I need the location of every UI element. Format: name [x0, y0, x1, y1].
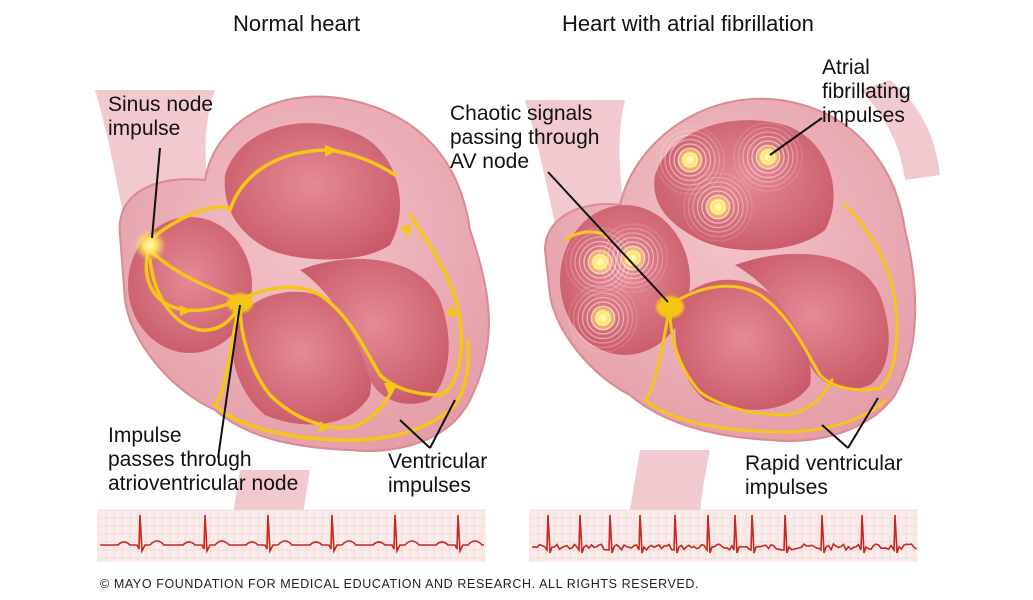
normal-heart-title: Normal heart [233, 11, 361, 36]
chaotic-label-line-1: Chaotic signals [450, 102, 593, 125]
av-node-label: Impulse passes through atrioventricular … [108, 424, 298, 496]
normal-ecg-background [98, 510, 486, 562]
ventricular-label-line-2: impulses [388, 474, 471, 497]
ecg-grid [97, 509, 918, 562]
fibrillation-burst [683, 172, 753, 242]
sinus-node-label-line-2: impulse [108, 117, 181, 140]
rapid-ventricular-label: Rapid ventricular impulses [745, 452, 903, 500]
fibrillation-burst [598, 223, 668, 293]
afib-ecg-background [530, 510, 918, 562]
rapid-label-line-2: impulses [745, 476, 828, 499]
afib-left-ventricle [735, 253, 889, 389]
normal-ecg-trace [100, 514, 484, 555]
atrial-label-line-3: impulses [822, 104, 905, 127]
chaotic-label-line-3: AV node [450, 150, 530, 173]
sinus-node-label: Sinus node impulse [108, 93, 213, 141]
fibrillation-burst [733, 122, 803, 192]
fibrillation-burst [568, 283, 638, 353]
fibrillating-bursts [565, 122, 803, 353]
left-ventricle [300, 258, 449, 404]
impulse-arrowheads [180, 145, 459, 433]
afib-vena-cava-vessel [628, 450, 710, 520]
ventricular-impulses-label: Ventricular impulses [388, 450, 487, 498]
afib-av-node [656, 296, 684, 318]
afib-heart-title: Heart with atrial fibrillation [562, 11, 814, 36]
fibrillation-burst [655, 125, 725, 195]
ecg-strips [97, 509, 918, 562]
sinus-node-glow [134, 229, 166, 261]
atrial-fibrillating-label: Atrial fibrillating impulses [822, 56, 911, 128]
atrial-label-line-2: fibrillating [822, 80, 911, 103]
afib-heart-illustration [525, 80, 940, 520]
rapid-label-line-1: Rapid ventricular [745, 452, 903, 475]
normal-heart-illustration [95, 90, 490, 560]
normal-leader-lines [151, 147, 456, 459]
afib-impulse-paths [563, 203, 899, 434]
afib-right-ventricle [675, 279, 811, 410]
copyright-notice: © MAYO FOUNDATION FOR MEDICAL EDUCATION … [100, 577, 700, 591]
av-node-label-line-2: passes through [108, 448, 252, 471]
chaotic-signals-label: Chaotic signals passing through AV node [450, 102, 599, 174]
ventricular-label-line-1: Ventricular [388, 450, 488, 473]
chaotic-label-line-2: passing through [450, 126, 600, 149]
av-node [227, 293, 253, 313]
afib-leader-lines [547, 117, 879, 449]
afib-descending-vessel [860, 80, 940, 180]
av-node-label-line-1: Impulse [108, 424, 182, 447]
sinus-node-label-line-1: Sinus node [108, 93, 214, 116]
atrial-label-line-1: Atrial [822, 56, 870, 79]
av-node-label-line-3: atrioventricular node [108, 472, 299, 495]
afib-ecg-trace [531, 514, 917, 554]
